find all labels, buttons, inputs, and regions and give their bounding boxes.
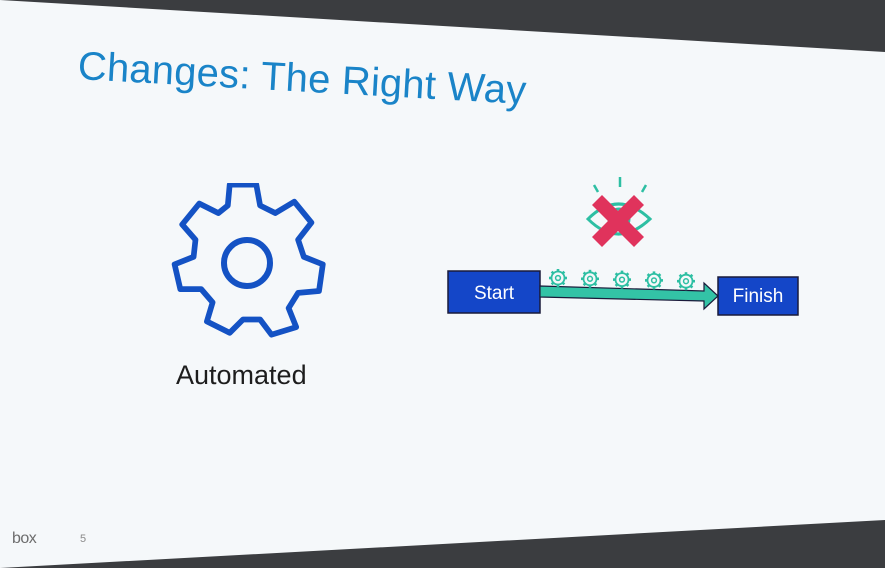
small-gear-icon	[613, 270, 631, 289]
gear-icon	[171, 183, 326, 338]
box-logo: box	[12, 530, 37, 547]
small-gear-icon	[645, 271, 663, 290]
flow-diagram: Start Finish	[447, 177, 799, 316]
start-box: Start	[447, 270, 541, 314]
cross-icon	[592, 195, 644, 247]
small-gears	[549, 269, 695, 291]
finish-box: Finish	[717, 276, 799, 316]
automated-caption: Automated	[176, 360, 307, 390]
small-gear-icon	[581, 269, 599, 288]
page-number: 5	[80, 533, 87, 545]
small-gear-icon	[677, 272, 695, 291]
start-label: Start	[474, 283, 515, 304]
slide-title: Changes: The Right Way	[76, 44, 528, 114]
arrow-icon	[539, 281, 719, 311]
small-gear-icon	[549, 269, 567, 287]
finish-label: Finish	[733, 286, 784, 307]
